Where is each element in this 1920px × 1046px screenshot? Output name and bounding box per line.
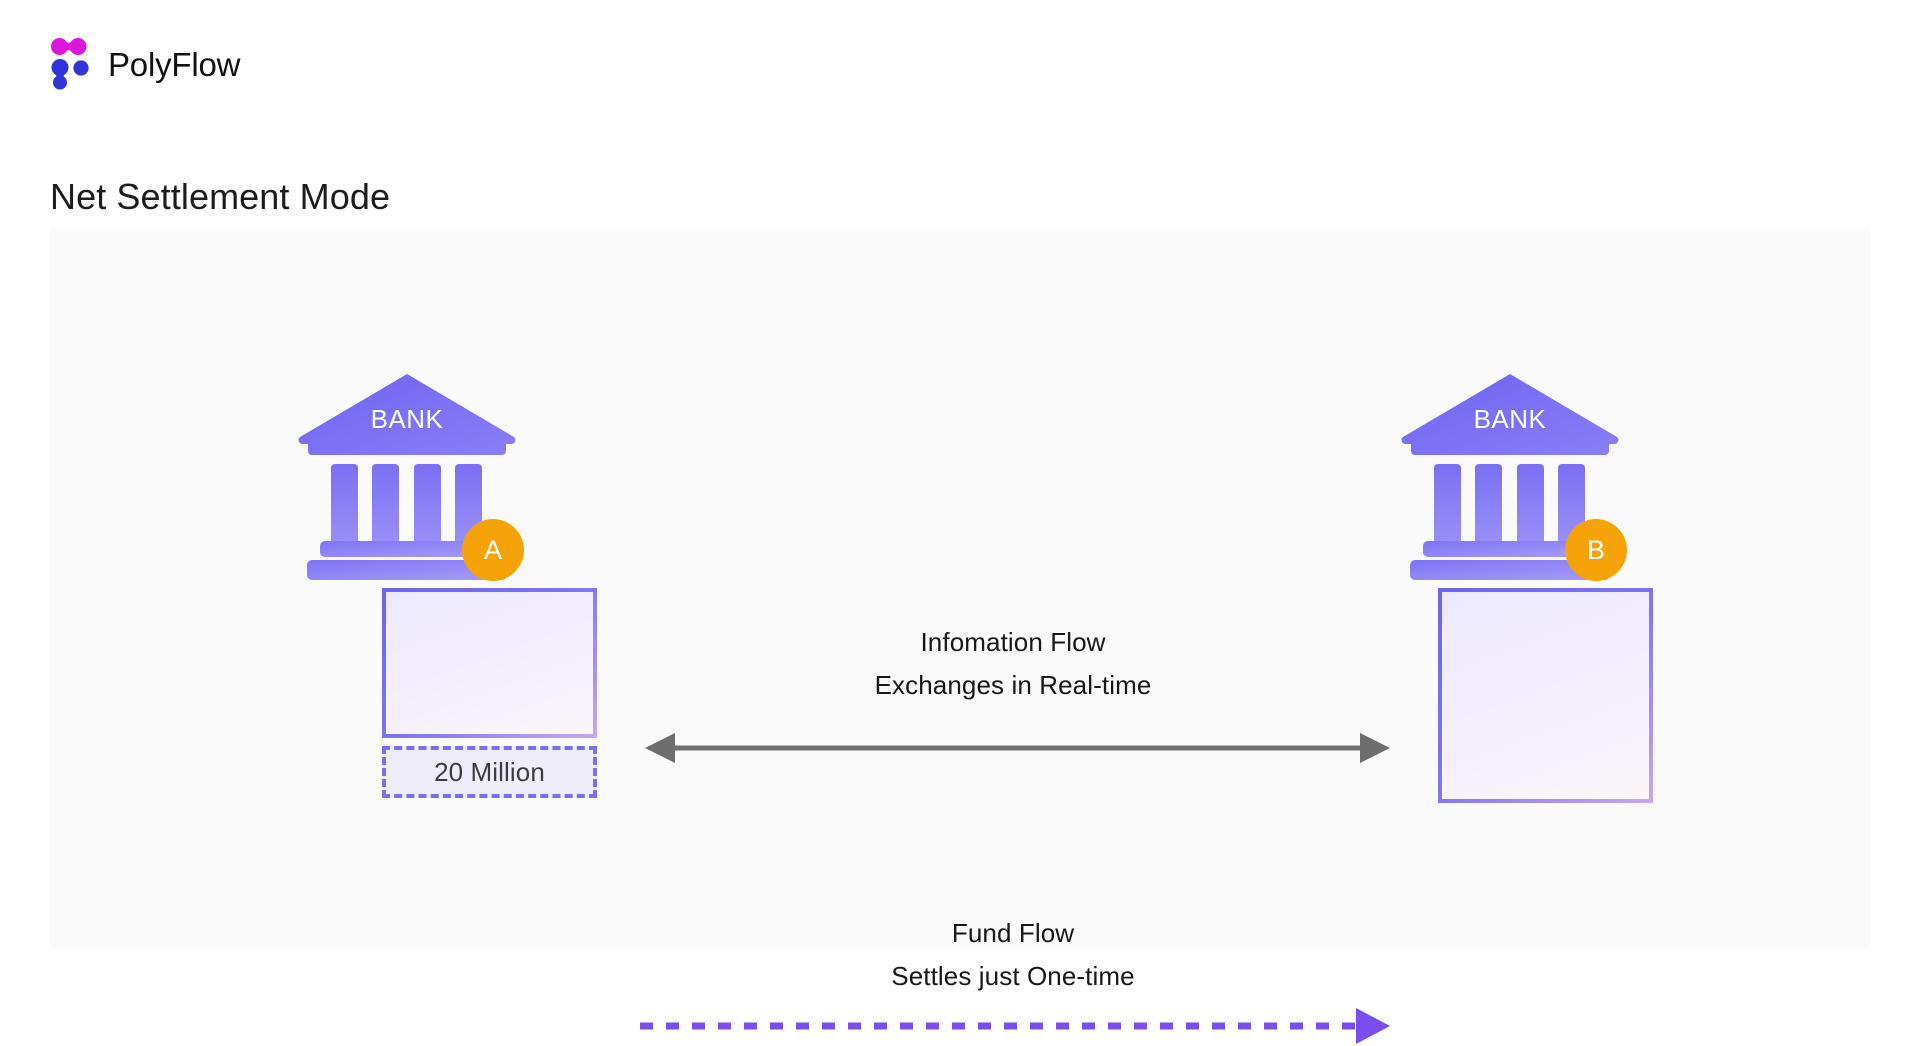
fund-flow-title: Fund Flow <box>951 918 1075 948</box>
fund-flow-subtitle: Settles just One-time <box>891 961 1135 991</box>
bank-b: BANK B <box>1395 368 1627 583</box>
information-flow-subtitle: Exchanges in Real-time <box>874 670 1152 700</box>
page-title: Net Settlement Mode <box>50 176 391 218</box>
information-flow-arrow <box>645 733 1390 763</box>
bank-a-badge: A <box>462 519 524 581</box>
left-ledger-box <box>382 588 597 738</box>
brand-name: PolyFlow <box>108 45 241 83</box>
fund-flow-arrow <box>640 1008 1390 1044</box>
bank-a: BANK A <box>292 368 524 583</box>
diagram-canvas: BANK A <box>50 228 1870 1044</box>
left-ledger-amount-label: 20 Million <box>434 757 545 787</box>
brand-header: PolyFlow <box>50 36 240 92</box>
information-flow-title: Infomation Flow <box>920 627 1106 657</box>
left-ledger-amount-chip: 20 Million <box>382 746 597 798</box>
polyflow-dots-logo-icon <box>50 38 92 90</box>
right-ledger-box <box>1438 588 1653 803</box>
fund-flow-label: Fund Flow Settles just One-time <box>633 912 1393 998</box>
information-flow-label: Infomation Flow Exchanges in Real-time <box>633 621 1393 707</box>
bank-b-badge: B <box>1565 519 1627 581</box>
